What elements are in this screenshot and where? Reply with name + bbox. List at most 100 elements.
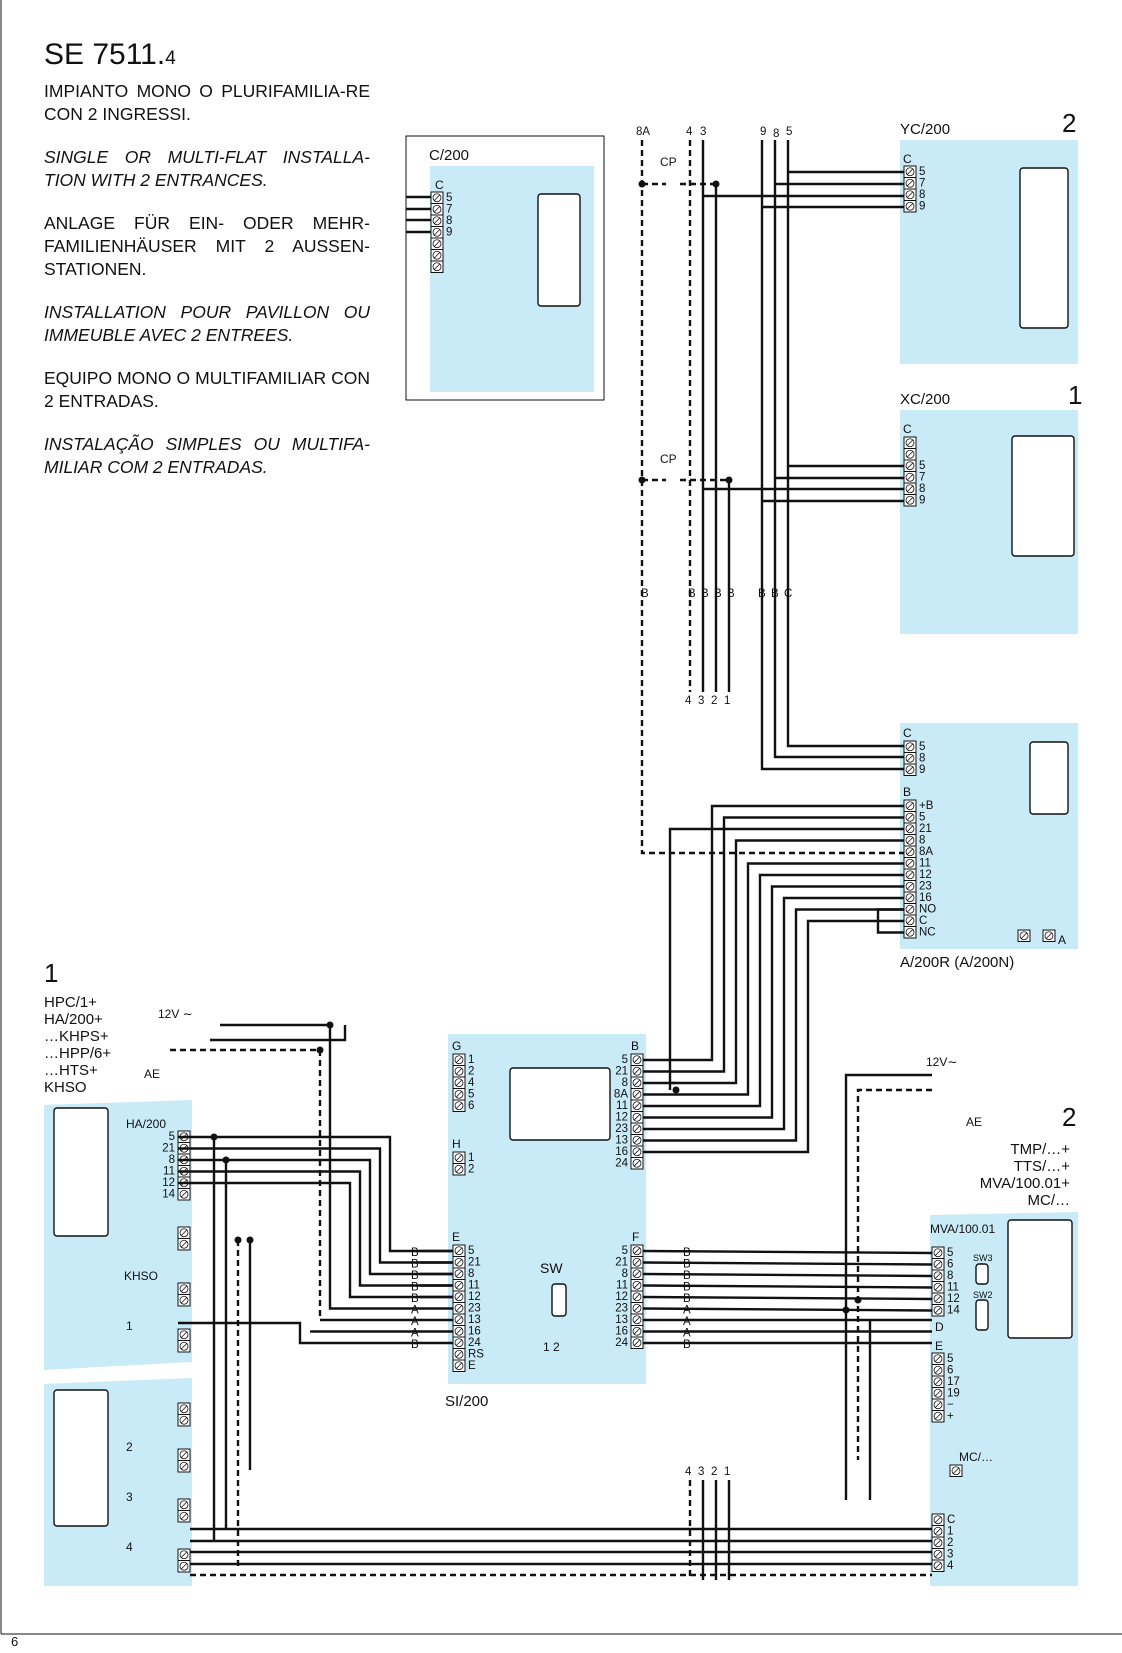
si200-b-terminals-label: 5 bbox=[622, 1054, 628, 1066]
panel1-model-3: …KHPS+ bbox=[44, 1028, 109, 1045]
p1-5 bbox=[178, 1135, 453, 1253]
si200-f-terminals-screw bbox=[632, 1280, 642, 1290]
panel1-aux-terminals-3 bbox=[177, 1402, 191, 1427]
si200-f-terminals-screw bbox=[632, 1315, 642, 1325]
panel2-mc-lamp-terminal-slot bbox=[952, 1467, 960, 1475]
panel2-camera-unit bbox=[1007, 1219, 1073, 1339]
panel2-module-terminals-screw bbox=[933, 1305, 943, 1315]
panel1-aux-terminals-6 bbox=[177, 1548, 191, 1573]
c200-terminals-slot bbox=[433, 240, 441, 248]
riser-bottom-label: 4 bbox=[685, 695, 692, 707]
c200-terminals-label: 7 bbox=[446, 204, 452, 216]
p2-f-wire-0 bbox=[642, 1249, 933, 1255]
si200-b-terminals-screw bbox=[632, 1147, 642, 1157]
xc200-terminals-slot bbox=[906, 485, 914, 493]
panel1-aux-terminals-4-screw bbox=[179, 1461, 189, 1471]
panel2-module-terminals-screw bbox=[933, 1282, 943, 1292]
a200r-b-terminals-label: 12 bbox=[919, 869, 932, 881]
a200r-b-terminals-slot bbox=[906, 848, 914, 856]
panel1-aux-terminals-4-slot bbox=[180, 1462, 188, 1470]
si200-b-terminals-label: 12 bbox=[615, 1112, 628, 1124]
panel1-model-4: …HPP/6+ bbox=[44, 1045, 111, 1062]
yc200-terminals-slot bbox=[906, 179, 914, 187]
a200r-b-terminals-label: 11 bbox=[919, 858, 931, 870]
panel2-e-terminals-screw bbox=[933, 1365, 943, 1375]
a200r-c-terminals-screw bbox=[905, 765, 915, 775]
c200-terminals-slot bbox=[433, 263, 441, 271]
a200r-a-terminal-1-screw bbox=[1019, 931, 1029, 941]
si200-b-terminals-slot bbox=[633, 1067, 641, 1075]
a200r-c-terminals-screw bbox=[905, 742, 915, 752]
p1-ae bbox=[170, 1048, 322, 1320]
panel2-e-terminals-slot bbox=[934, 1401, 942, 1409]
xc200-terminals-screw bbox=[905, 495, 915, 505]
a200r-si200-wire-8 bbox=[643, 919, 904, 1154]
si200-b-terminals-screw bbox=[632, 1055, 642, 1065]
panel1-model-5: …HTS+ bbox=[44, 1062, 98, 1079]
si200-f-terminals-slot bbox=[633, 1339, 641, 1347]
a200r-a-terminal-2-screw bbox=[1044, 931, 1054, 941]
yc200-terminals-label: 8 bbox=[919, 189, 925, 201]
si200-e-terminals-slot bbox=[455, 1281, 463, 1289]
panel1-aux-terminals-6-screw bbox=[179, 1550, 189, 1560]
panel1-aux-terminals-2-screw bbox=[179, 1330, 189, 1340]
panel2-sw2-switch bbox=[975, 1299, 989, 1331]
si200-g-terminals-label: 2 bbox=[468, 1066, 474, 1078]
a200r-b-terminals-label: 8A bbox=[919, 846, 933, 858]
panel2-mc-terminals-slot bbox=[934, 1516, 942, 1524]
description-pt: INSTALAÇÃO SIMPLES OU MULTIFA-MILIAR COM… bbox=[44, 434, 370, 477]
si200-f-terminals-label: 24 bbox=[615, 1337, 628, 1349]
yc200-terminals-screw bbox=[905, 167, 915, 177]
panel1-aux-terminals-4 bbox=[177, 1448, 191, 1473]
xc200-name: XC/200 bbox=[900, 391, 950, 408]
riser-top-label: 3 bbox=[700, 126, 706, 138]
panel2-module-terminals-slot bbox=[934, 1283, 942, 1291]
a200r-b-terminals-slot bbox=[906, 928, 914, 936]
panel1-aux-terminals-0-screw bbox=[179, 1228, 189, 1238]
panel2-module-terminals-screw bbox=[933, 1294, 943, 1304]
riser-top-label: 8 bbox=[773, 128, 779, 140]
panel2-mc-terminals-slot bbox=[934, 1527, 942, 1535]
a200r-b-terminals-screw bbox=[905, 835, 915, 845]
si200-f-terminals-screw bbox=[632, 1269, 642, 1279]
a200r-b-terminals-screw bbox=[905, 801, 915, 811]
si200-e-terminals-slot bbox=[455, 1362, 463, 1370]
p1-21 bbox=[178, 1147, 453, 1264]
si200-g-terminals-screw bbox=[454, 1078, 464, 1088]
si200-block-b: B bbox=[631, 1039, 639, 1053]
panel1-supply: 12V ∼ bbox=[158, 1007, 193, 1021]
panel1-ae: AE bbox=[144, 1067, 160, 1081]
panel1-button-2: 2 bbox=[126, 1440, 133, 1454]
junction-dot bbox=[246, 1236, 254, 1244]
p2-f-wire-2 bbox=[642, 1272, 933, 1278]
a200r-b-terminals-slot bbox=[906, 882, 914, 890]
si200-g-terminals-screw bbox=[454, 1066, 464, 1076]
panel1-aux-terminals-5-slot bbox=[180, 1512, 188, 1520]
si200-e-terminals-label: 8 bbox=[468, 1268, 474, 1280]
si200-e-wire-label: B bbox=[411, 1293, 419, 1305]
yc200-terminals-label: 9 bbox=[919, 201, 925, 213]
si200-e-terminals-label: 16 bbox=[468, 1326, 481, 1338]
panel2-e-terminals-slot bbox=[934, 1389, 942, 1397]
code-suffix: 4 bbox=[165, 48, 176, 69]
riser-9 bbox=[760, 140, 904, 771]
xc200-terminals-screw bbox=[905, 438, 915, 448]
si200-g-terminals-label: 1 bbox=[468, 1054, 474, 1066]
c200-name: C/200 bbox=[429, 147, 469, 164]
a200r-b-terminals-screw bbox=[905, 858, 915, 868]
a200r-c-terminals-slot bbox=[906, 754, 914, 762]
riser-top-label: 9 bbox=[760, 126, 766, 138]
a200r-b-terminals-slot bbox=[906, 905, 914, 913]
panel2-sw2: SW2 bbox=[973, 1290, 993, 1300]
si200-g-terminals-screw bbox=[454, 1055, 464, 1065]
panel1-module-terminals-label: 21 bbox=[162, 1143, 175, 1155]
xc200-terminals-slot bbox=[906, 462, 914, 470]
c200-terminals-screw bbox=[432, 239, 442, 249]
panel2-model-4: MC/… bbox=[1028, 1192, 1071, 1209]
panel2-e-terminals-label: + bbox=[947, 1411, 954, 1423]
p1-11 bbox=[178, 1170, 453, 1287]
